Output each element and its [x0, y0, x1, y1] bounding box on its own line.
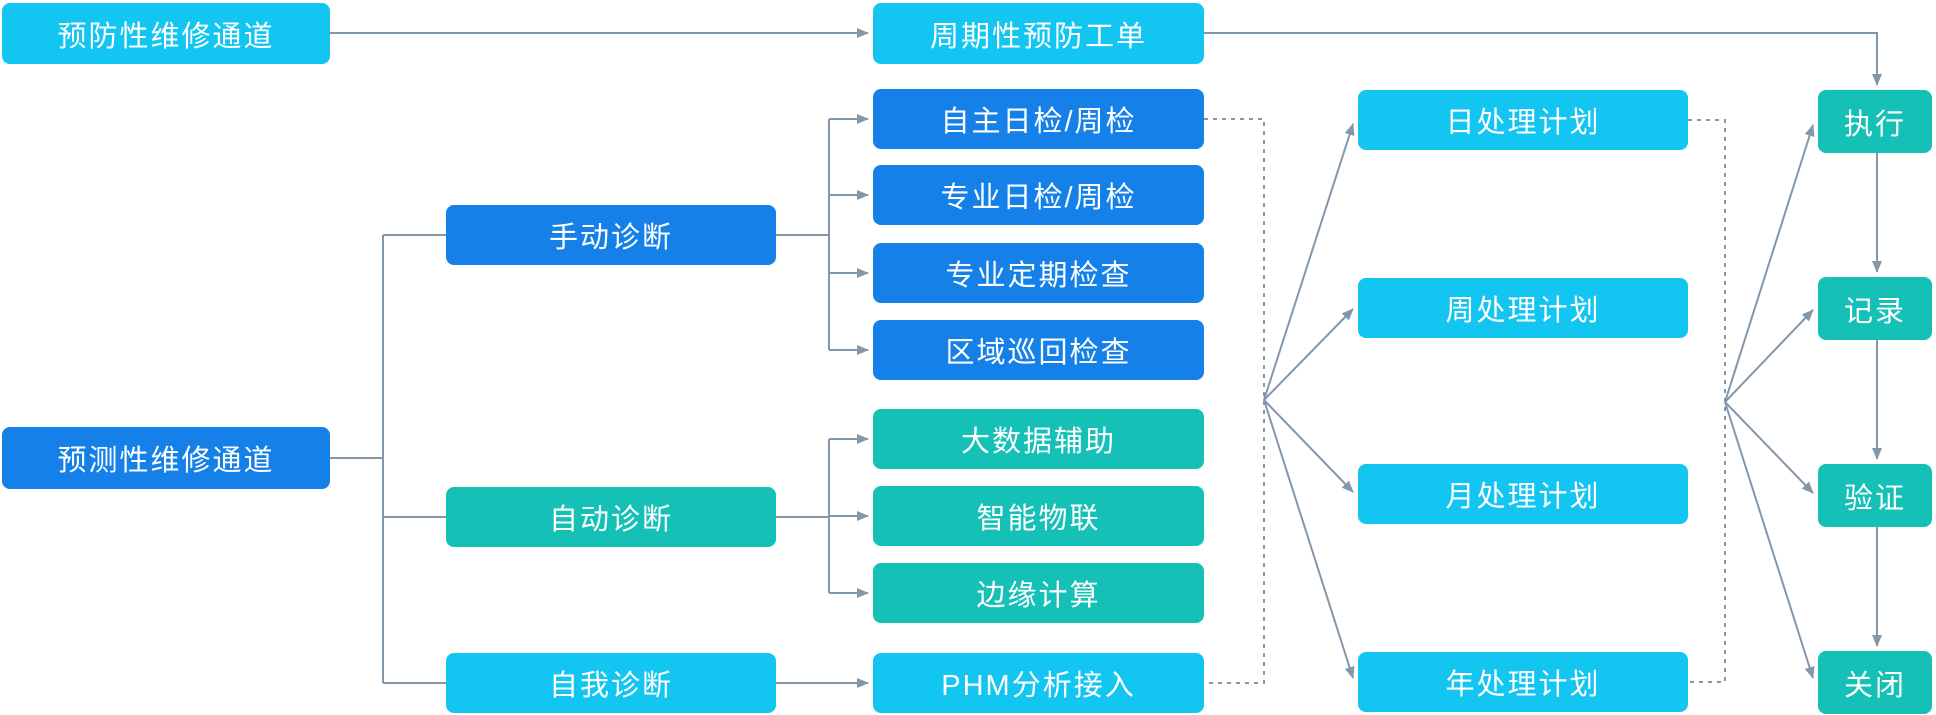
- connector-action-fan: [1724, 124, 1815, 679]
- connector-manual-fan: [776, 114, 869, 355]
- node-close: 关闭: [1818, 651, 1932, 714]
- node-manual-diagnosis: 手动诊断: [446, 205, 776, 265]
- connector-periodic-to-execute: [1204, 32, 1882, 86]
- node-yearly-plan: 年处理计划: [1358, 652, 1688, 712]
- node-pro-daily-check: 专业日检/周检: [873, 165, 1204, 225]
- node-edge-computing: 边缘计算: [873, 563, 1204, 623]
- node-phm-access: PHM分析接入: [873, 653, 1204, 713]
- connector-dashed-left: [1204, 118, 1265, 684]
- node-big-data-assist: 大数据辅助: [873, 409, 1204, 469]
- connector-auto-fan: [776, 434, 869, 598]
- connector-dashed-right: [1688, 119, 1726, 683]
- node-preventive-channel: 预防性维修通道: [2, 3, 330, 64]
- node-daily-plan: 日处理计划: [1358, 90, 1688, 150]
- node-record: 记录: [1818, 277, 1932, 340]
- node-execute: 执行: [1818, 90, 1932, 153]
- node-smart-iot: 智能物联: [873, 486, 1204, 546]
- node-auto-diagnosis: 自动诊断: [446, 487, 776, 547]
- connector-predictive-trunk: [330, 234, 446, 684]
- node-periodic-order: 周期性预防工单: [873, 3, 1204, 64]
- node-self-daily-check: 自主日检/周检: [873, 89, 1204, 149]
- node-pro-periodic-check: 专业定期检查: [873, 243, 1204, 303]
- connector-plan-fan: [1263, 123, 1355, 679]
- node-monthly-plan: 月处理计划: [1358, 464, 1688, 524]
- node-area-patrol-check: 区域巡回检查: [873, 320, 1204, 380]
- node-verify: 验证: [1818, 464, 1932, 527]
- node-self-diagnosis: 自我诊断: [446, 653, 776, 713]
- node-weekly-plan: 周处理计划: [1358, 278, 1688, 338]
- node-predictive-channel: 预测性维修通道: [2, 427, 330, 489]
